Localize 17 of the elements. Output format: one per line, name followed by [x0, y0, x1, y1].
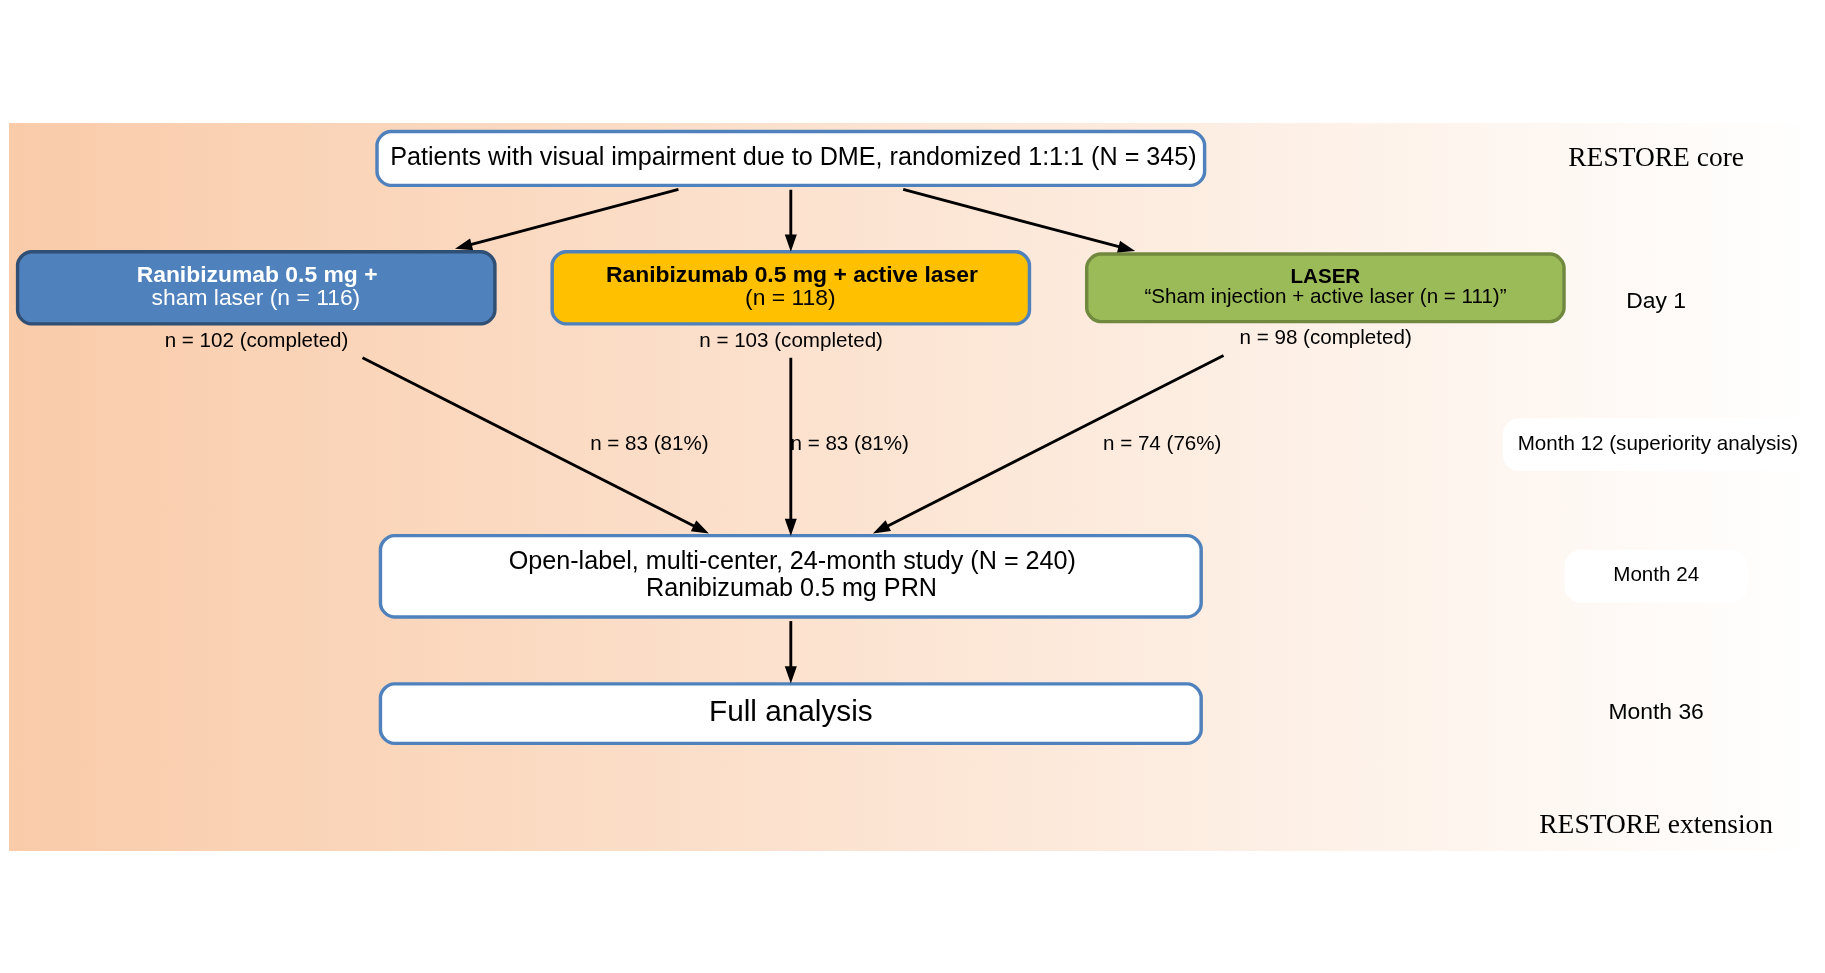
arrow — [784, 357, 797, 536]
label: Day 1 — [1625, 286, 1686, 313]
edge-label: n = 74 (76%) — [1102, 430, 1221, 454]
node-label: n = 102 (completed) — [164, 327, 348, 351]
edge-label: n = 83 (81%) — [790, 430, 909, 454]
edge-label: n = 83 (81%) — [589, 430, 709, 454]
arrow — [454, 187, 679, 250]
arrow — [784, 189, 797, 252]
label: RESTORE extension — [1538, 808, 1773, 839]
arrow — [361, 356, 709, 534]
arrow — [784, 620, 797, 683]
label: RESTORE core — [1567, 141, 1744, 172]
node-label: n = 98 (completed) — [1239, 324, 1412, 348]
label: Month 36 — [1607, 697, 1704, 724]
arrow — [902, 187, 1135, 252]
arrow — [872, 353, 1224, 533]
node-label: n = 103 (completed) — [698, 327, 883, 351]
